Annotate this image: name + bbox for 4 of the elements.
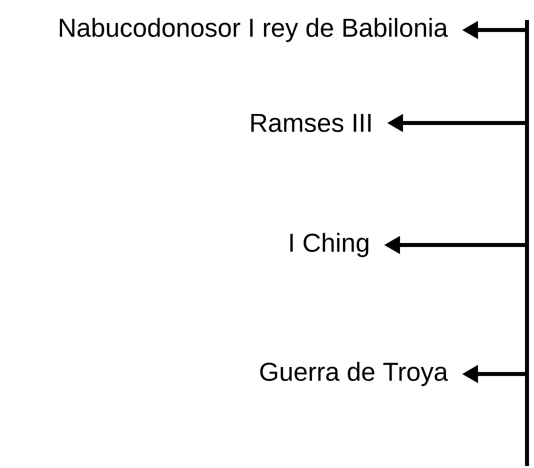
- event-label: Guerra de Troya: [260, 362, 448, 386]
- event-label: Nabucodonosor I rey de Babilonia: [60, 18, 448, 42]
- event-label: I Ching: [290, 232, 368, 258]
- event-label: Ramses III: [251, 114, 371, 132]
